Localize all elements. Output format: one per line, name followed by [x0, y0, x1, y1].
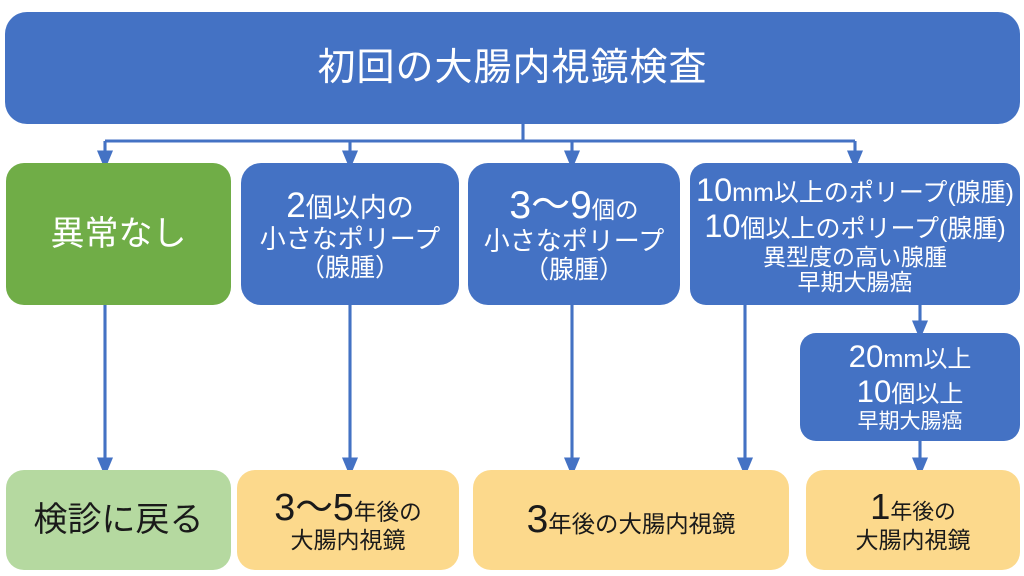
- node-polyp39-line-2: 小さなポリープ: [483, 226, 665, 257]
- node-polyp39-line-3: （腺腫）: [523, 256, 624, 285]
- node-initial-colonoscopy[interactable]: 初回の大腸内視鏡検査: [5, 12, 1020, 124]
- node-very-high-risk-findings[interactable]: 20mm以上 10個以上 早期大腸癌: [800, 333, 1020, 441]
- node-highrisk-size-value: 10: [696, 171, 733, 208]
- node-vhighrisk-line-3: 早期大腸癌: [857, 410, 963, 434]
- node-polyp2-suffix: 個以内の: [305, 192, 414, 223]
- node-return-to-screening-label: 検診に戻る: [33, 500, 204, 539]
- node-followup-1-year[interactable]: 1年後の 大腸内視鏡: [806, 470, 1020, 570]
- node-vhighrisk-count-value: 10: [856, 374, 892, 410]
- node-vhighrisk-size-suffix: mm以上: [883, 346, 972, 374]
- node-fu35-line-2: 大腸内視鏡: [290, 527, 406, 554]
- node-polyp39-count: 3〜9: [509, 183, 592, 227]
- node-highrisk-size-suffix: mm以上のポリープ(腺腫): [732, 178, 1014, 207]
- node-fu3-years-value: 3: [526, 498, 549, 542]
- node-vhighrisk-line-2: 10個以上: [856, 374, 964, 410]
- node-fu1-line-1: 1年後の: [870, 485, 956, 528]
- node-highrisk-line-2: 10個以上のポリープ(腺腫): [704, 208, 1005, 244]
- node-fu1-years-suffix: 年後の: [890, 498, 956, 524]
- node-highrisk-line-4: 早期大腸癌: [797, 269, 913, 296]
- node-fu1-years-value: 1: [870, 485, 891, 527]
- node-fu35-years-suffix: 年後の: [353, 500, 422, 526]
- node-followup-3-to-5-years[interactable]: 3〜5年後の 大腸内視鏡: [237, 470, 459, 570]
- node-no-abnormality-label: 異常なし: [50, 214, 187, 253]
- node-polyp2-line-2: 小さなポリープ: [259, 224, 441, 255]
- node-highrisk-count-value: 10: [704, 208, 741, 245]
- node-two-or-fewer-small-polyps[interactable]: 2個以内の 小さなポリープ （腺腫）: [241, 163, 459, 305]
- node-polyp39-suffix: 個の: [591, 196, 639, 223]
- node-highrisk-line-3: 異型度の高い腺腫: [763, 243, 947, 270]
- node-fu35-years-value: 3〜5: [274, 486, 354, 529]
- node-highrisk-count-suffix: 個以上のポリープ(腺腫): [740, 215, 1006, 244]
- node-high-risk-findings[interactable]: 10mm以上のポリープ(腺腫) 10個以上のポリープ(腺腫) 異型度の高い腺腫 …: [690, 163, 1020, 305]
- node-polyp2-line-3: （腺腫）: [299, 254, 400, 283]
- node-fu3-line-1: 3年後の大腸内視鏡: [527, 498, 736, 542]
- node-polyp2-line-1: 2個以内の: [286, 186, 414, 225]
- node-vhighrisk-line-1: 20mm以上: [848, 339, 972, 375]
- node-highrisk-line-1: 10mm以上のポリープ(腺腫): [696, 172, 1014, 208]
- node-three-to-nine-small-polyps[interactable]: 3〜9個の 小さなポリープ （腺腫）: [468, 163, 680, 305]
- node-followup-3-years[interactable]: 3年後の大腸内視鏡: [473, 470, 789, 570]
- node-polyp2-count: 2: [286, 185, 306, 225]
- node-title-text: 初回の大腸内視鏡検査: [317, 46, 708, 89]
- node-return-to-screening[interactable]: 検診に戻る: [6, 470, 231, 570]
- node-polyp39-line-1: 3〜9個の: [509, 184, 638, 228]
- node-vhighrisk-size-value: 20: [848, 339, 884, 375]
- node-vhighrisk-count-suffix: 個以上: [891, 381, 964, 409]
- node-fu35-line-1: 3〜5年後の: [274, 486, 421, 528]
- node-fu3-years-suffix: 年後の大腸内視鏡: [548, 511, 736, 538]
- node-no-abnormality[interactable]: 異常なし: [6, 163, 231, 305]
- node-fu1-line-2: 大腸内視鏡: [855, 526, 971, 553]
